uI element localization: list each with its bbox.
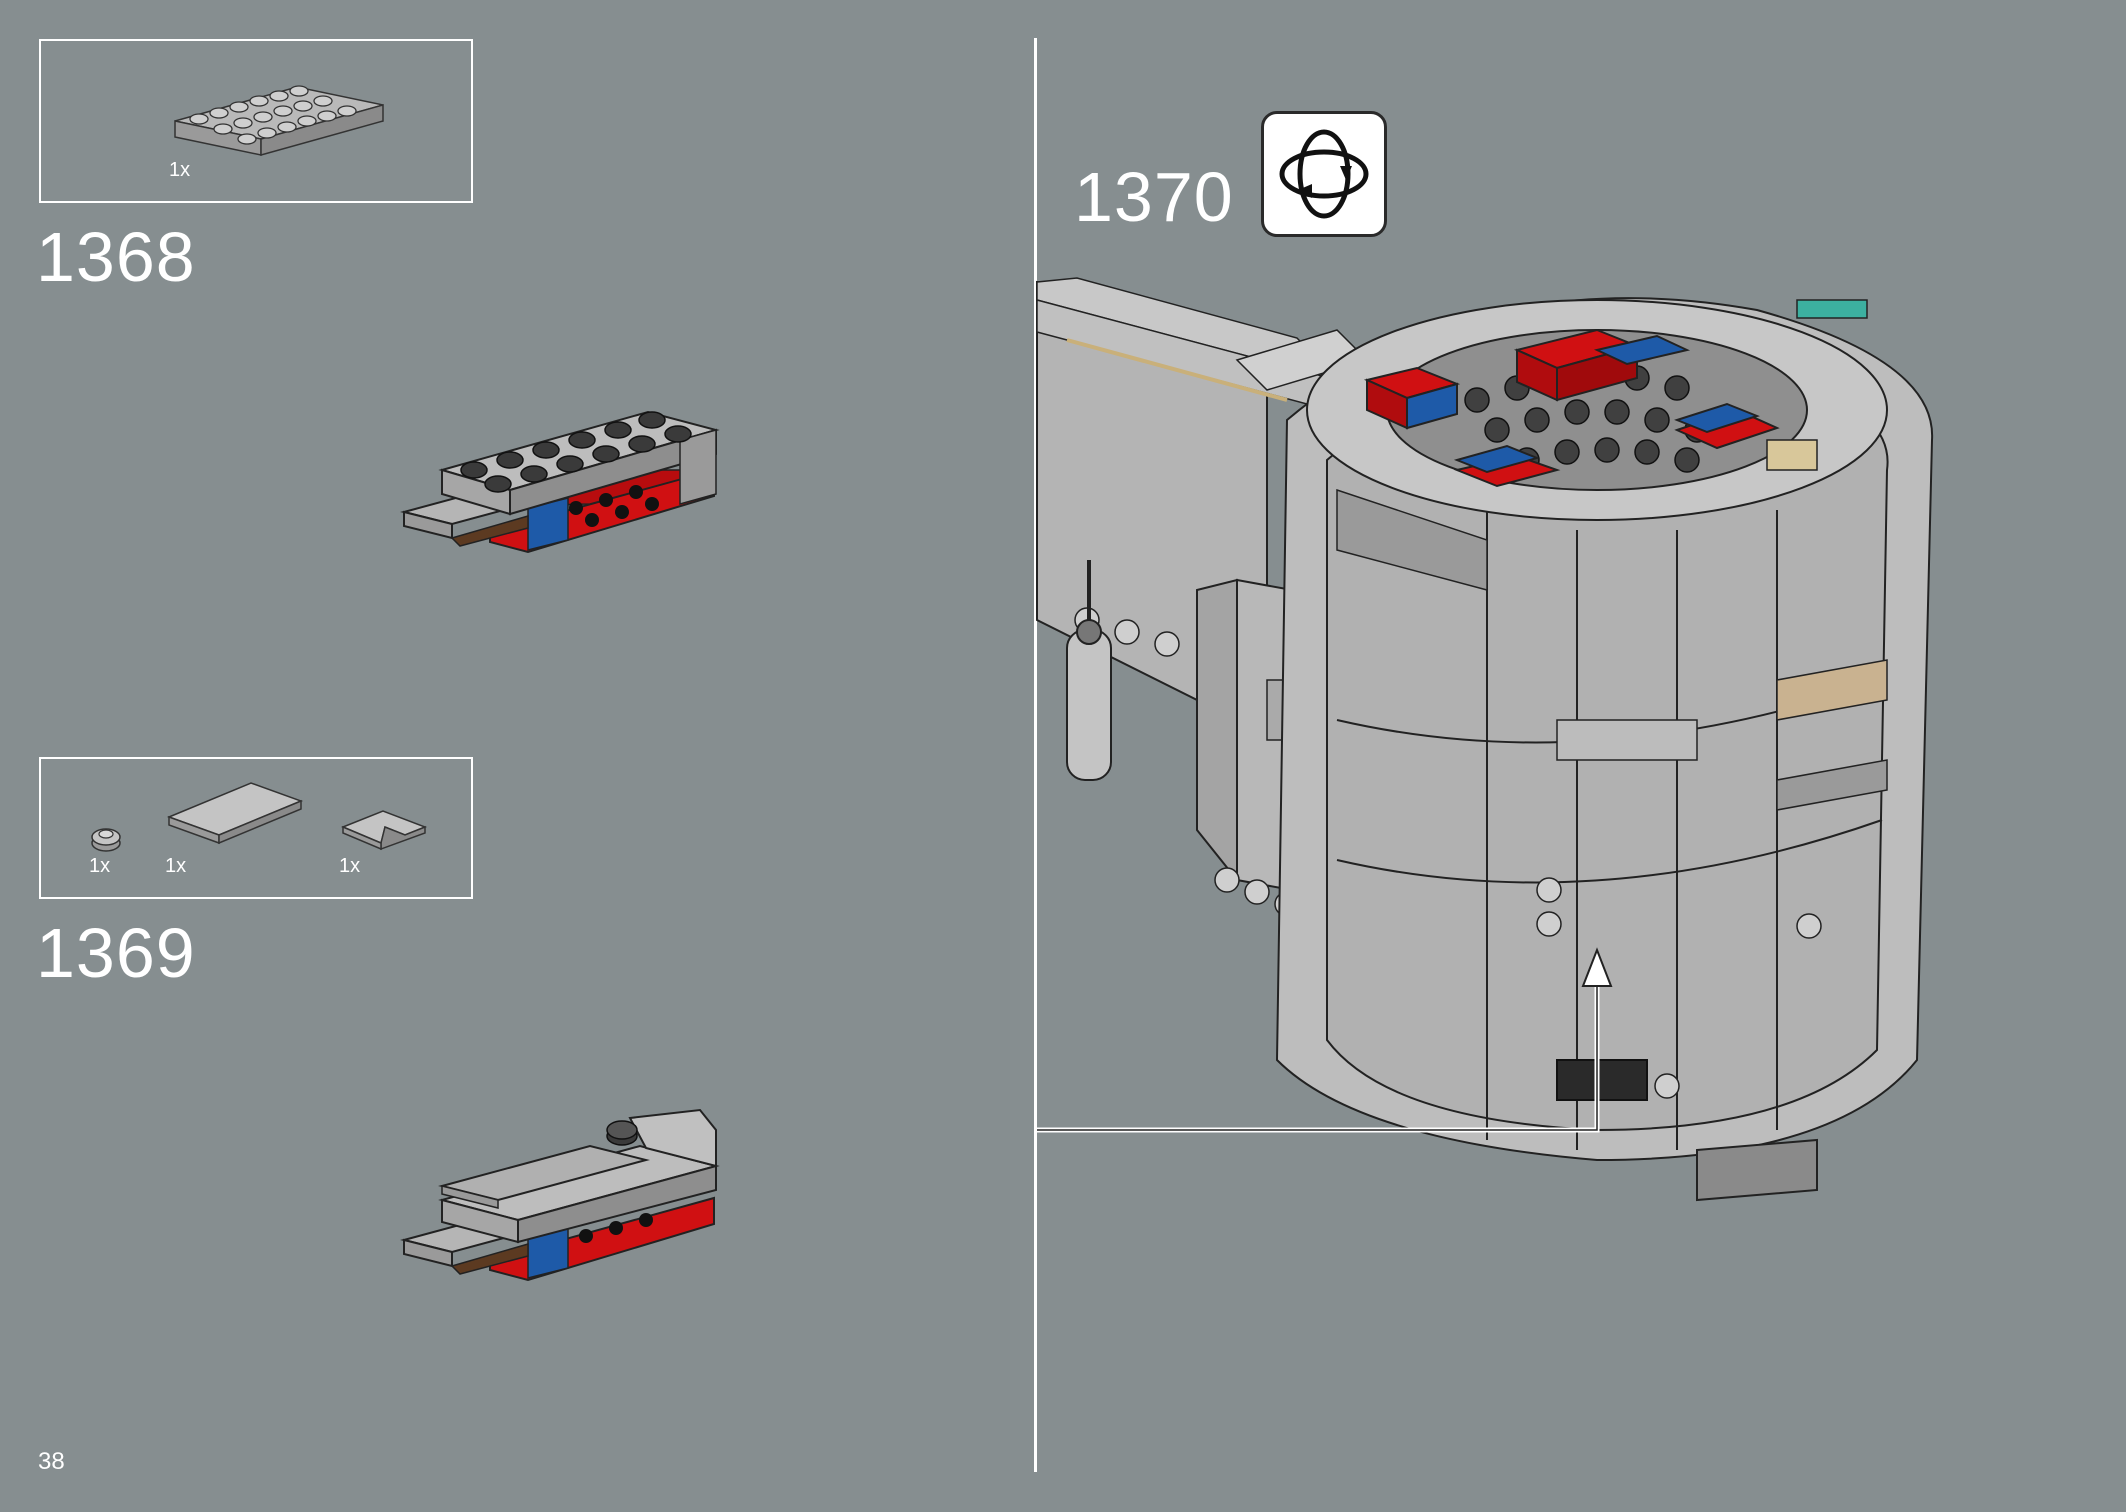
gray-2x6-plate-icon — [174, 85, 384, 156]
gray-round-1x1-plate-icon — [91, 828, 121, 852]
part-qty: 1x — [339, 855, 361, 877]
part-qty: 1x — [165, 855, 187, 877]
page-divider — [1034, 38, 1037, 1472]
parts-callout-1368: 1x — [39, 39, 473, 203]
step-number-1368: 1368 — [36, 218, 196, 296]
part-qty: 1x — [169, 159, 191, 181]
part-qty: 1x — [89, 855, 111, 877]
assembly-illustration-1368 — [400, 410, 720, 554]
rotate-model-icon — [1261, 111, 1387, 237]
step-number-1369: 1369 — [36, 914, 196, 992]
gray-2x4-tile-icon — [166, 782, 304, 845]
assembly-illustration-1370 — [1036, 277, 1934, 1202]
page-number: 38 — [38, 1448, 65, 1475]
parts-callout-1369: 1x 1x 1x — [39, 757, 473, 899]
step-number-1370: 1370 — [1074, 158, 1234, 236]
assembly-illustration-1369 — [400, 1108, 720, 1282]
gray-corner-tile-icon — [341, 810, 428, 851]
